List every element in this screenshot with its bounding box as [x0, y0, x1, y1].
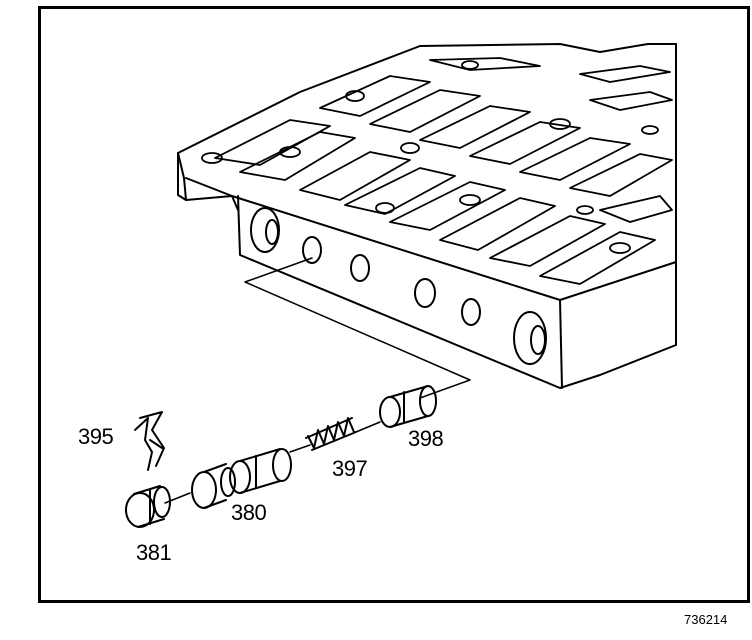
bore-holes — [250, 207, 547, 365]
clip — [134, 411, 165, 471]
assembly-lines — [164, 257, 471, 504]
spring — [305, 417, 357, 451]
callout-valve: 380 — [231, 500, 267, 525]
callout-plug: 381 — [136, 540, 172, 565]
bushing — [379, 385, 437, 428]
valve-body-casting — [177, 43, 677, 389]
figure-reference-number: 736214 — [684, 612, 728, 627]
diagram-frame — [38, 6, 750, 603]
plug — [125, 485, 171, 528]
callout-bushing: 398 — [408, 426, 444, 451]
callout-spring: 397 — [332, 456, 368, 481]
valve — [191, 448, 292, 509]
callout-clip: 395 — [78, 424, 114, 449]
fluid-channels — [201, 57, 673, 285]
